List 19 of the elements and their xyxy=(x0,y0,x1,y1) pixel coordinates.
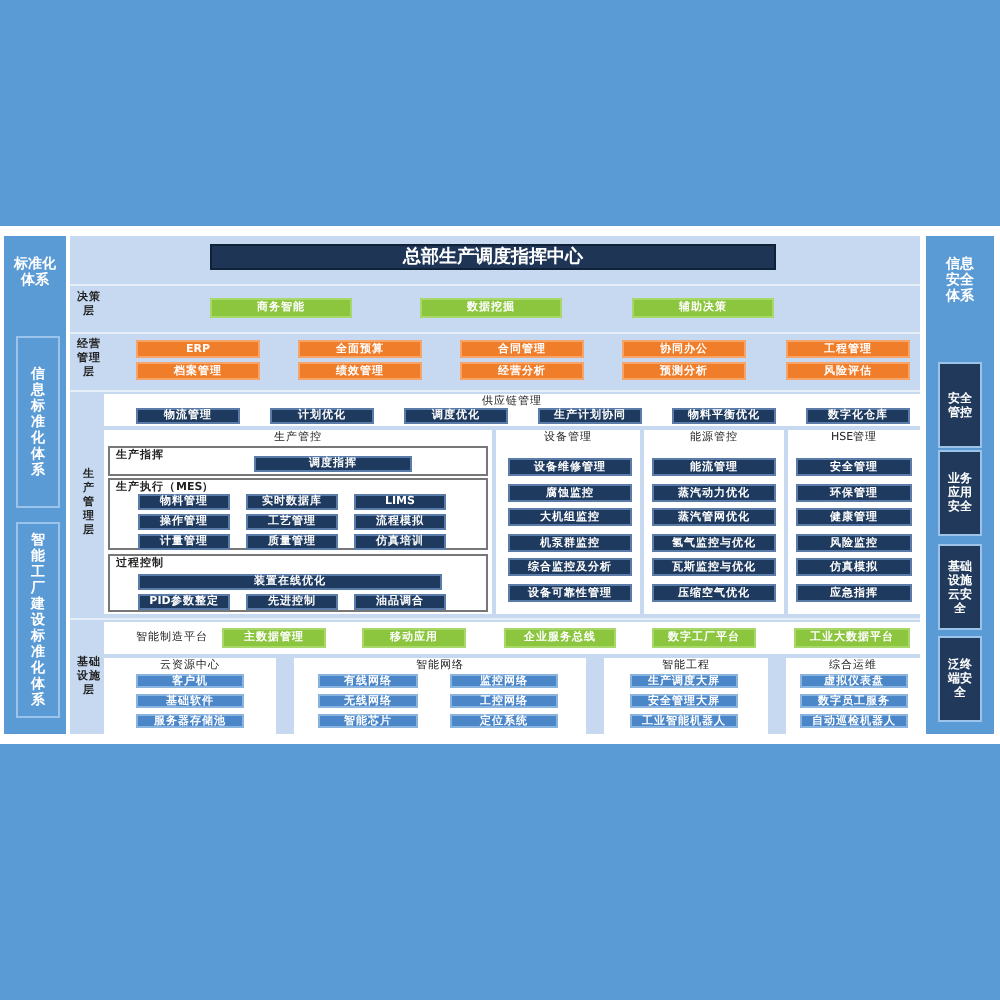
module-panel xyxy=(496,430,640,614)
module-panel xyxy=(788,430,920,614)
module-panel xyxy=(104,658,276,734)
system-column xyxy=(4,236,66,734)
layer-band xyxy=(70,390,920,614)
system-column xyxy=(926,236,994,734)
module-panel xyxy=(644,430,784,614)
module-panel xyxy=(294,658,586,734)
module-panel xyxy=(604,658,768,734)
layer-band xyxy=(70,332,920,386)
group-panel xyxy=(108,446,488,476)
group-panel xyxy=(108,478,488,550)
platform-panel xyxy=(104,622,920,654)
group-panel xyxy=(108,554,488,612)
module-panel xyxy=(104,394,920,426)
layer-band xyxy=(70,618,920,734)
module-panel xyxy=(104,430,492,614)
title-bar: 总部生产调度指挥中心 xyxy=(210,244,776,270)
module-panel xyxy=(786,658,920,734)
